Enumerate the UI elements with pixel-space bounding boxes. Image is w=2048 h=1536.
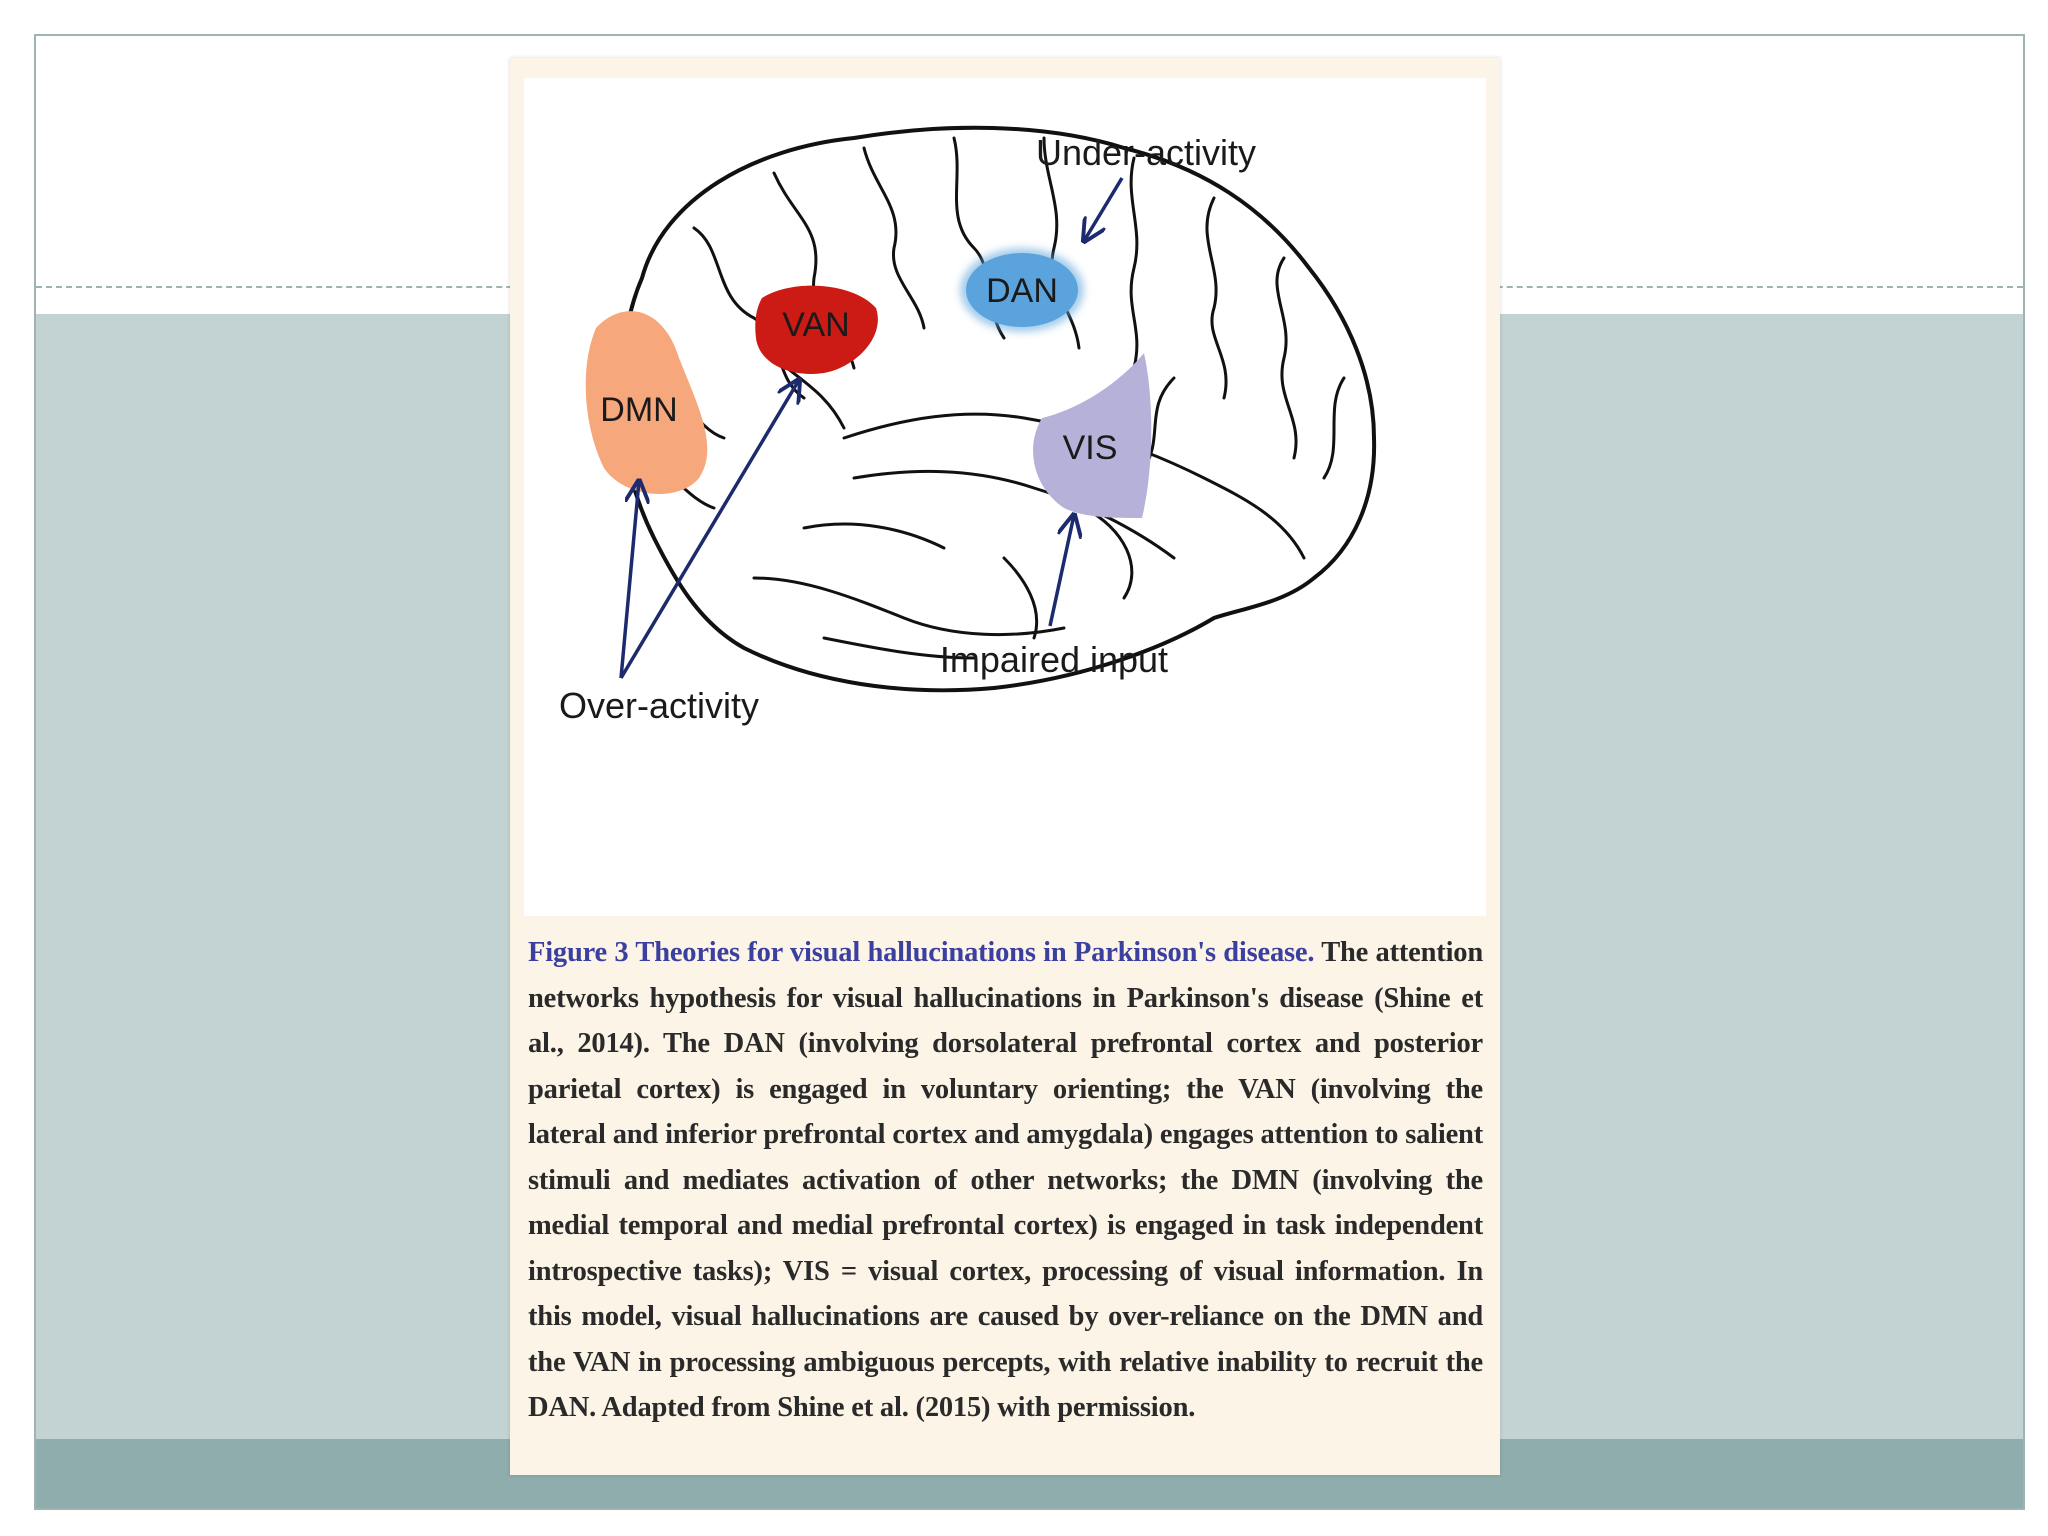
caption-title: Figure 3 Theories for visual hallucinati… — [528, 937, 1315, 968]
label-under-activity: Under-activity — [1036, 132, 1256, 173]
brain-diagram: DAN VAN DMN VIS Under-activity Impaired … — [524, 78, 1486, 916]
figure-caption: Figure 3 Theories for visual hallucinati… — [528, 930, 1483, 1431]
arrow-over-activity-van — [619, 380, 799, 679]
annotation-arrows — [619, 177, 1124, 679]
region-dan — [960, 248, 1084, 332]
region-vis — [1033, 353, 1152, 518]
label-impaired-input: Impaired input — [940, 639, 1168, 680]
region-van — [755, 285, 878, 374]
label-dan: DAN — [986, 272, 1058, 310]
brain-diagram-svg: DAN VAN DMN VIS Under-activity Impaired … — [559, 125, 1377, 726]
caption-body: The attention networks hypothesis for vi… — [528, 937, 1483, 1423]
label-vis: VIS — [1063, 429, 1118, 467]
arrow-over-activity-dmn — [619, 481, 639, 679]
arrow-under-activity — [1084, 177, 1124, 241]
label-over-activity: Over-activity — [559, 685, 759, 726]
region-dmn — [585, 311, 708, 495]
label-dmn: DMN — [600, 391, 677, 429]
label-van: VAN — [782, 306, 849, 344]
arrow-impaired-input — [1048, 515, 1074, 627]
figure-panel: DAN VAN DMN VIS Under-activity Impaired … — [510, 58, 1500, 1475]
brain-outline — [618, 125, 1377, 693]
